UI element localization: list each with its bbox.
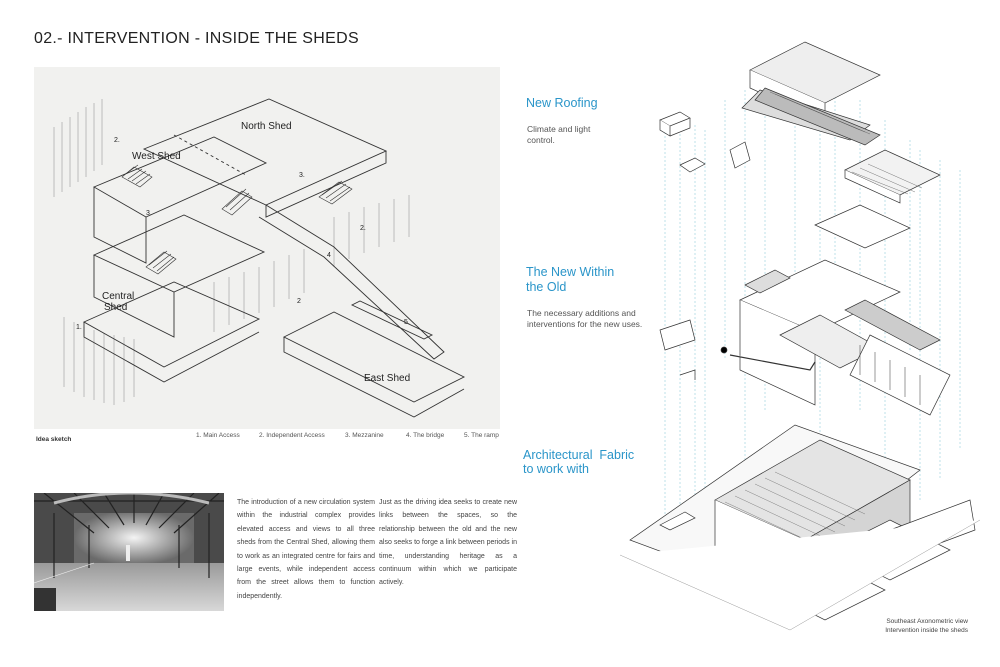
heading-new-within-line2: the Old: [526, 280, 567, 294]
axo-caption-2: Intervention inside the sheds: [885, 627, 968, 634]
label-west-shed: West Shed: [132, 151, 181, 162]
num-4: 4: [327, 252, 331, 259]
sketch-hatching: [53, 99, 410, 405]
heading-fabric-line1: Architectural Fabric: [523, 448, 635, 462]
idea-sketch: North Shed West Shed Central Shed East S…: [34, 67, 500, 429]
num-3b: 3.: [299, 172, 305, 179]
legend-mezzanine: 3. Mezzanine: [345, 432, 384, 439]
idea-sketch-drawing: North Shed West Shed Central Shed East S…: [53, 98, 466, 418]
num-2a: 2.: [114, 137, 120, 144]
axo-caption-1: Southeast Axonometric view: [886, 618, 968, 625]
sketch-caption: Idea sketch: [36, 436, 72, 443]
legend-main-access: 1. Main Access: [196, 432, 240, 439]
roof-layer: [659, 41, 941, 204]
label-central-shed-1: Central: [102, 291, 134, 302]
page-title: 02.- INTERVENTION - INSIDE THE SHEDS: [34, 30, 359, 47]
num-2b: 2.: [360, 225, 366, 232]
axonometric-view: [619, 30, 990, 640]
intervention-layer: [659, 204, 951, 416]
desc-new-within: The necessary additions and intervention…: [527, 308, 643, 329]
desc-new-roofing: Climate and light control.: [527, 124, 591, 145]
fabric-layer: [619, 424, 981, 631]
num-2c: 2: [297, 298, 301, 305]
num-3a: 3.: [146, 210, 152, 217]
num-5: 5.: [404, 319, 410, 326]
num-1: 1.: [76, 324, 82, 331]
legend-independent-access: 2. Independent Access: [259, 432, 325, 439]
heading-new-roofing: New Roofing: [526, 96, 598, 110]
heading-fabric-line2: to work with: [523, 462, 589, 476]
heading-new-within-line1: The New Within: [526, 265, 615, 279]
label-central-shed-2: Shed: [104, 302, 127, 313]
label-north-shed: North Shed: [241, 121, 292, 132]
label-east-shed: East Shed: [364, 373, 410, 384]
legend-bridge: 4. The bridge: [406, 432, 445, 439]
legend-ramp: 5. The ramp: [464, 432, 499, 439]
body-text-col2: Just as the driving idea seeks to create…: [379, 499, 517, 587]
interior-render: [34, 493, 224, 611]
body-text-col1: The introduction of a new circulation sy…: [237, 499, 375, 600]
